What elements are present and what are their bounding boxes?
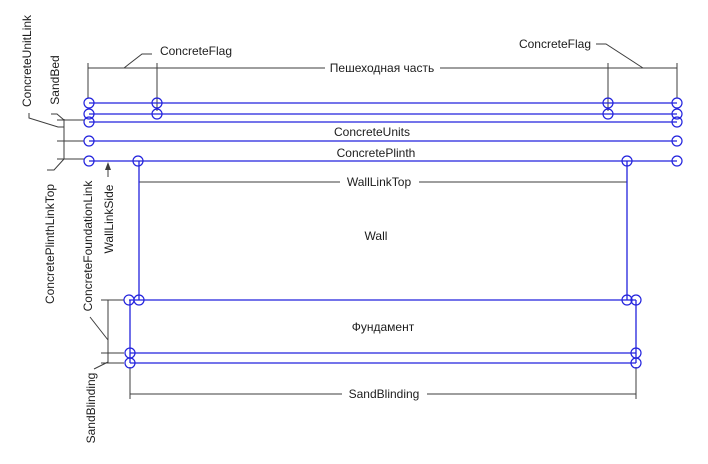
node-circle xyxy=(602,97,614,109)
label-concretefoundationlink: ConcreteFoundationLink xyxy=(81,180,95,312)
node-circle xyxy=(83,108,95,120)
label-sandblinding: SandBlinding xyxy=(349,387,420,401)
node-circle xyxy=(671,108,683,120)
node-circle xyxy=(83,97,95,109)
node-circle xyxy=(83,135,95,147)
leader-line xyxy=(28,113,64,128)
node-circle xyxy=(630,357,642,369)
leader-line xyxy=(89,316,109,341)
label-sandblinding: SandBlinding xyxy=(84,373,98,444)
leader-line xyxy=(123,53,152,69)
label-concreteplinthlinktop: ConcretePlinthLinkTop xyxy=(43,184,57,304)
node-circle xyxy=(671,155,683,167)
leader-arrowhead xyxy=(105,162,111,170)
label-concreteunits: ConcreteUnits xyxy=(334,125,410,139)
node-circle xyxy=(671,116,683,128)
node-circle xyxy=(124,357,136,369)
node-circle xyxy=(671,97,683,109)
label-sandbed: SandBed xyxy=(48,55,62,104)
label-concreteplinth: ConcretePlinth xyxy=(337,146,416,160)
label-wall: Wall xyxy=(365,229,388,243)
leader-line xyxy=(93,361,109,370)
node-circle xyxy=(83,116,95,128)
node-circle xyxy=(151,108,163,120)
label-фундамент: Фундамент xyxy=(352,320,415,334)
label-walllinktop: WallLinkTop xyxy=(347,175,412,189)
node-circle xyxy=(621,155,633,167)
node-circle xyxy=(621,294,633,306)
label-concreteunitlink: ConcreteUnitLink xyxy=(20,14,34,107)
leader-line xyxy=(51,113,65,121)
node-circle xyxy=(602,108,614,120)
leader-line xyxy=(596,43,644,69)
label-пешеходная-часть: Пешеходная часть xyxy=(330,61,434,75)
node-circle xyxy=(671,135,683,147)
label-concreteflag: ConcreteFlag xyxy=(160,44,232,58)
label-walllinkside: WallLinkSide xyxy=(102,184,116,253)
node-circle xyxy=(83,155,95,167)
leader-line xyxy=(47,158,65,171)
node-circle xyxy=(151,97,163,109)
node-circle xyxy=(133,294,145,306)
node-circle xyxy=(630,294,642,306)
node-circle xyxy=(132,155,144,167)
label-concreteflag: ConcreteFlag xyxy=(519,37,591,51)
